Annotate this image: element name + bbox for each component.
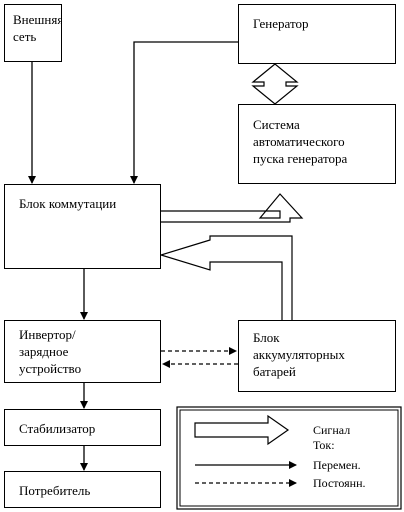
block-battery-unit: Блок аккумуляторных батарей	[238, 320, 396, 392]
block-stabilizer: Стабилизатор	[4, 409, 161, 446]
signal-arrow-battery-to-switching	[158, 235, 293, 321]
block-inverter-charger: Инвертор/ зарядное устройство	[4, 320, 161, 383]
block-autostart-system: Система автоматического пуска генератора	[238, 104, 396, 184]
block-stabilizer-label: Стабилизатор	[19, 421, 96, 436]
block-generator-label: Генератор	[253, 16, 309, 31]
block-external-network-label: Внешняя сеть	[13, 12, 62, 44]
block-inverter-charger-label: Инвертор/ зарядное устройство	[19, 327, 82, 376]
legend-frame-inner	[179, 409, 399, 507]
block-consumer-label: Потребитель	[19, 483, 91, 498]
block-switching-unit: Блок коммутации	[4, 184, 161, 269]
signal-arrow-switching-to-autostart	[161, 193, 304, 223]
legend-signal-label: Сигнал	[313, 423, 351, 437]
block-generator: Генератор	[238, 4, 396, 64]
block-battery-unit-label: Блок аккумуляторных батарей	[253, 330, 345, 379]
block-switching-unit-label: Блок коммутации	[19, 196, 117, 211]
legend-frame	[176, 406, 402, 510]
legend-signal-arrow-icon	[194, 414, 290, 446]
double-signal-arrow	[251, 63, 299, 105]
legend-direct-label: Постоянн.	[313, 476, 366, 490]
block-consumer: Потребитель	[4, 471, 161, 508]
block-autostart-system-label: Система автоматического пуска генератора	[253, 117, 348, 166]
block-external-network: Внешняя сеть	[4, 4, 62, 62]
legend-alternating-label: Перемен.	[313, 458, 361, 472]
arrow-generator-to-switching	[130, 41, 238, 184]
legend-current-label: Ток:	[313, 438, 335, 452]
